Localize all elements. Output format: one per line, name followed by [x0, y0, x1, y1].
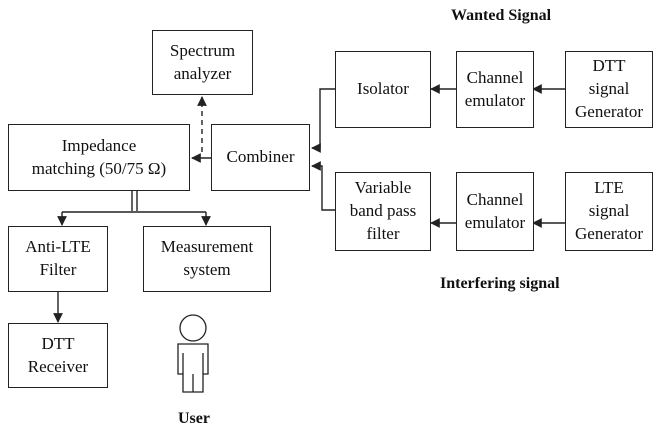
isolator-block: Isolator [335, 51, 431, 128]
block-text: Isolator [357, 79, 409, 99]
arrow-isolator-to-combiner [311, 88, 335, 153]
arrow-filter-to-combiner [311, 161, 335, 211]
person-icon [177, 314, 209, 393]
block-text: Combiner [226, 147, 295, 167]
combiner-block: Combiner [211, 124, 310, 191]
user-label: User [178, 410, 210, 427]
wanted-signal-heading: Wanted Signal [451, 7, 552, 24]
interfering-signal-heading: Interfering signal [440, 275, 560, 292]
